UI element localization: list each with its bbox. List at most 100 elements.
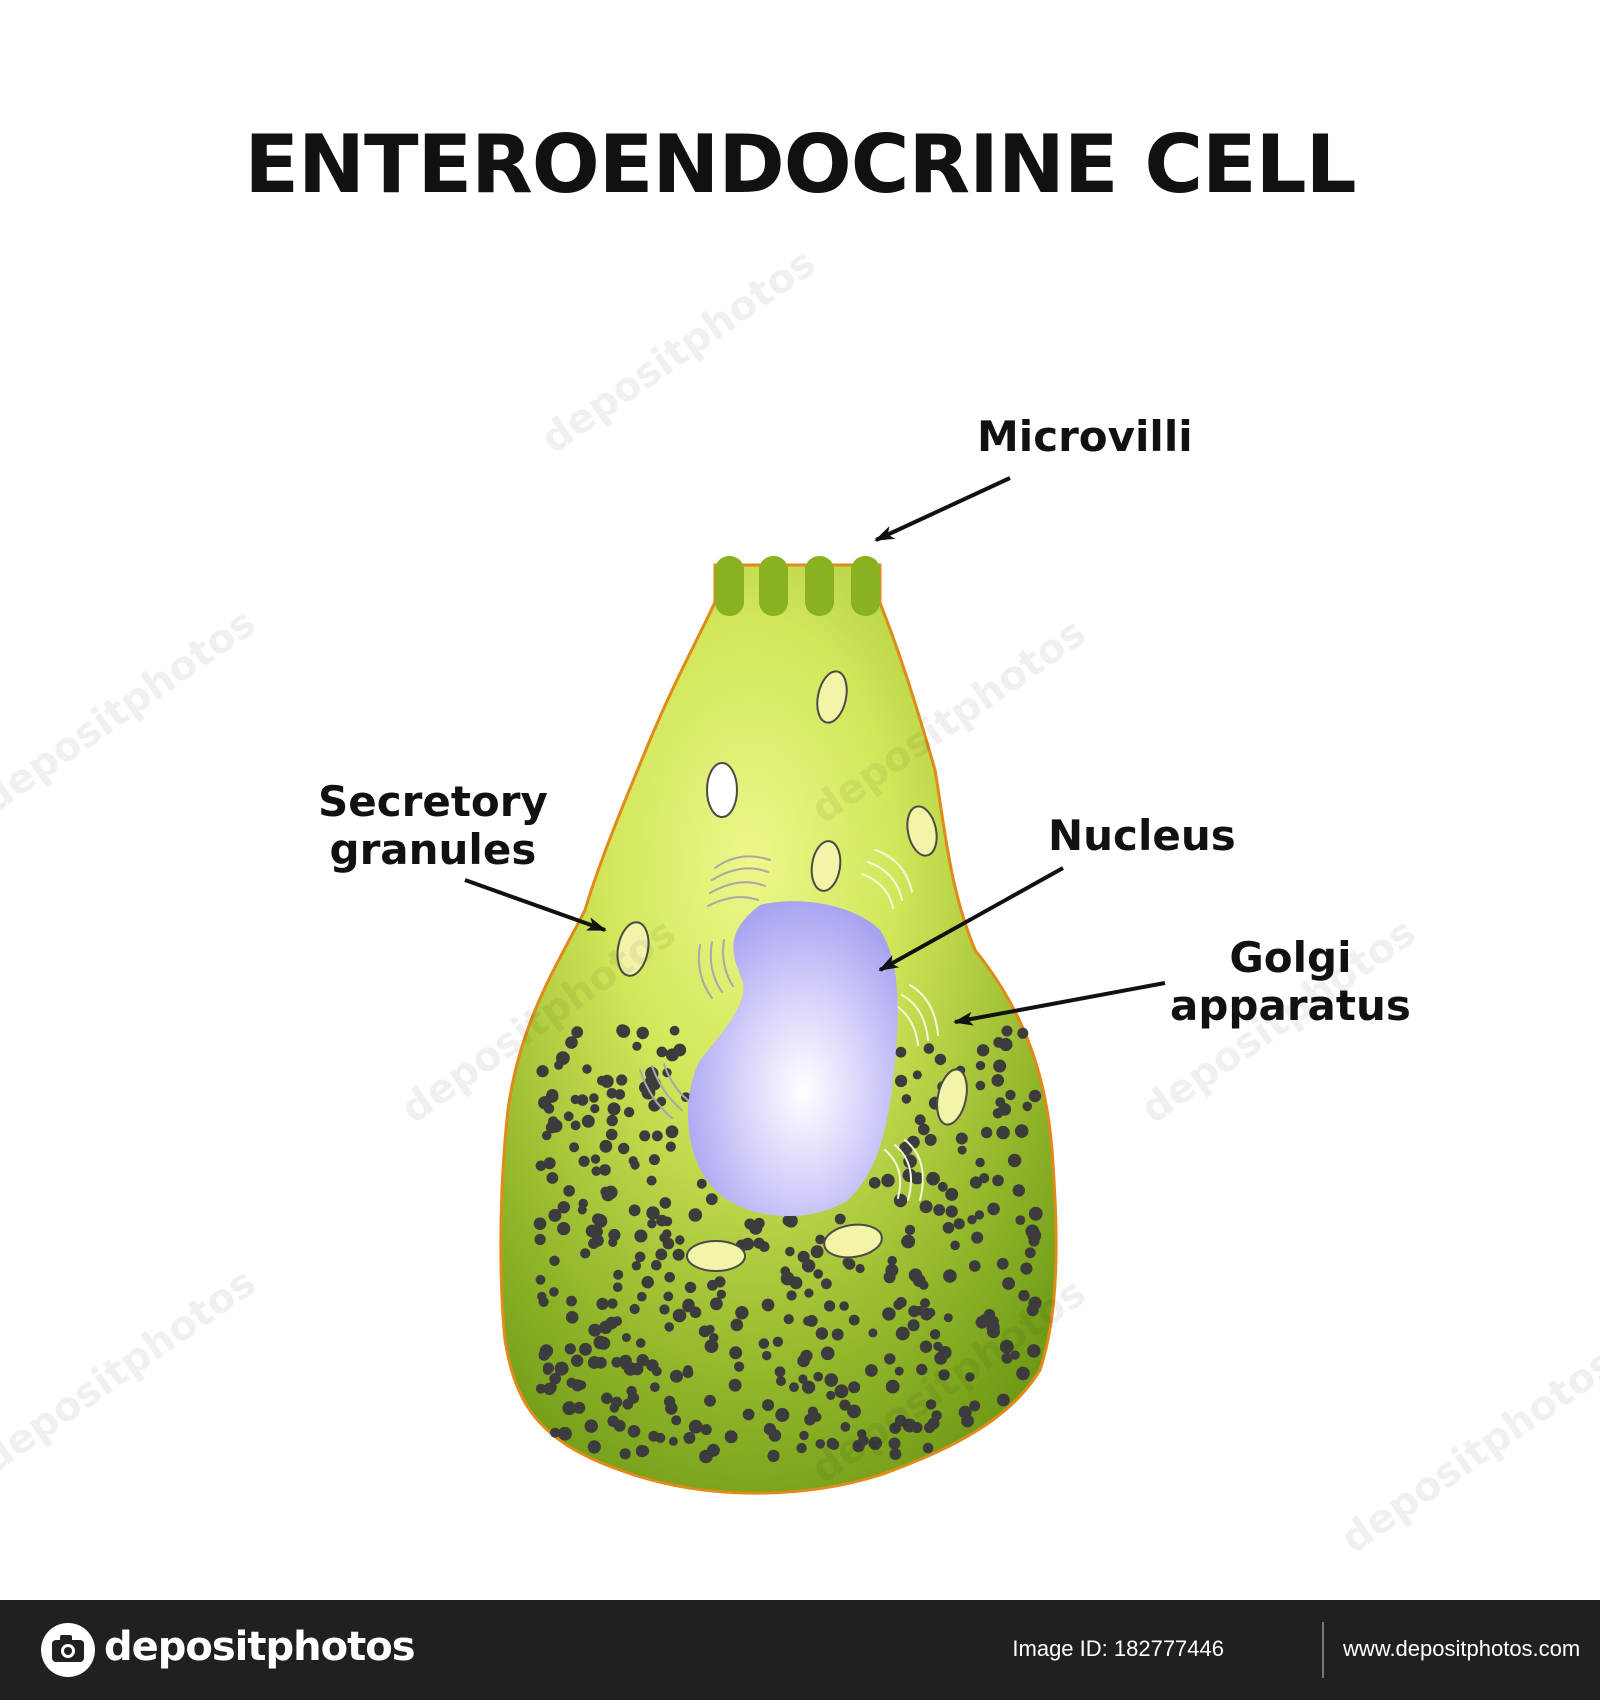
dense-core-granule	[1028, 1235, 1040, 1247]
dense-core-granule	[805, 1315, 818, 1327]
dense-core-granule	[590, 1104, 600, 1114]
dense-core-granule	[912, 1070, 922, 1080]
golgi-apparatus	[639, 849, 939, 1201]
dense-core-granule	[802, 1380, 816, 1394]
dense-core-granule	[774, 1366, 786, 1378]
dense-core-granule	[620, 1360, 630, 1371]
dense-core-granule	[670, 1369, 683, 1383]
dense-core-granule	[659, 1233, 669, 1243]
dense-core-granule	[844, 1258, 856, 1270]
dense-core-granule	[557, 1201, 570, 1214]
dense-core-granule	[672, 1248, 685, 1261]
dense-core-granule	[651, 1259, 662, 1271]
dense-core-granule	[1027, 1344, 1041, 1358]
dense-core-granule	[926, 1171, 940, 1186]
dense-core-granule	[1010, 1350, 1020, 1360]
dense-core-granule	[953, 1218, 965, 1230]
dense-core-granule	[636, 1354, 649, 1367]
dense-core-granule	[647, 1219, 657, 1229]
dense-core-granule	[868, 1177, 881, 1189]
dense-core-granule	[536, 1065, 549, 1078]
dense-core-granule	[901, 1234, 916, 1249]
dense-core-granule	[596, 1075, 607, 1086]
nucleus-label-text: Nucleus	[1048, 811, 1236, 860]
dense-core-granule	[689, 1306, 702, 1319]
dense-core-granule	[596, 1297, 609, 1310]
secretory-granule	[810, 840, 842, 892]
dense-core-granule	[550, 1427, 561, 1438]
dense-core-granule	[548, 1119, 563, 1133]
dense-core-granule	[826, 1437, 838, 1450]
dense-core-granule	[971, 1231, 984, 1244]
dense-core-granule	[821, 1278, 832, 1290]
dense-core-granule	[1025, 1224, 1040, 1239]
dense-core-granule	[548, 1208, 562, 1222]
dense-core-granule	[848, 1381, 861, 1394]
dense-core-granule	[659, 1197, 672, 1209]
dense-core-granule	[918, 1280, 929, 1290]
dense-core-granule	[961, 1414, 974, 1428]
dense-core-granule	[734, 1361, 745, 1372]
dense-core-granule	[991, 1074, 1005, 1087]
dense-core-granule	[907, 1319, 920, 1332]
golgi-apparatus-label: Golgi apparatus	[1170, 934, 1411, 1030]
dense-core-granule	[601, 1392, 613, 1405]
microvilli-label-text: Microvilli	[977, 412, 1193, 461]
dense-core-granule	[883, 1271, 896, 1284]
dense-core-granule	[590, 1154, 601, 1164]
dense-core-granule	[887, 1255, 897, 1266]
dense-core-granule	[943, 1269, 957, 1283]
camera-logo-icon	[41, 1623, 95, 1677]
secretory-granule	[823, 1223, 883, 1259]
dense-core-granule	[634, 1229, 648, 1243]
dense-core-granule	[619, 1448, 631, 1460]
nucleus-label: Nucleus	[1048, 812, 1236, 860]
dense-core-granule	[820, 1346, 835, 1361]
dense-core-granule	[630, 1160, 640, 1170]
dense-core-granule	[924, 1133, 937, 1146]
site-url[interactable]: www.depositphotos.com	[1343, 1636, 1581, 1661]
dense-core-granule	[635, 1444, 649, 1458]
dense-core-granule	[810, 1245, 824, 1259]
dense-core-granule	[901, 1094, 912, 1104]
dense-core-granule	[801, 1259, 816, 1273]
dense-core-granule	[651, 1130, 663, 1142]
dense-core-granule	[744, 1218, 756, 1230]
dense-core-granule	[855, 1263, 865, 1274]
dense-core-granule	[573, 1401, 586, 1414]
dense-core-granule	[668, 1436, 678, 1446]
dense-core-granule	[1026, 1304, 1039, 1317]
dense-core-granule	[762, 1399, 775, 1412]
dense-core-granule	[605, 1128, 618, 1141]
dense-core-granule	[889, 1422, 901, 1434]
dense-core-granule	[969, 1260, 981, 1272]
dense-core-granule	[543, 1157, 556, 1170]
dense-core-granule	[976, 1044, 990, 1057]
dense-core-granule	[608, 1228, 621, 1242]
dense-core-granule	[786, 1290, 797, 1301]
dense-core-granule	[758, 1338, 770, 1349]
dense-core-granule	[563, 1111, 574, 1122]
footer-bar: depositphotos Image ID: 182777446 www.de…	[0, 1600, 1600, 1700]
dense-core-granule	[815, 1439, 826, 1449]
dense-core-granule	[635, 1338, 646, 1348]
dense-core-granule	[539, 1344, 554, 1358]
dense-core-granule	[1005, 1089, 1016, 1101]
dense-core-granule	[584, 1419, 598, 1433]
dense-core-granule	[922, 1442, 934, 1454]
dense-core-granule	[671, 1415, 682, 1426]
dense-core-granule	[662, 1216, 673, 1227]
dense-core-granule	[763, 1423, 777, 1436]
dense-core-granule	[852, 1439, 865, 1453]
dense-core-granule	[839, 1399, 851, 1411]
golgi-label-line2: apparatus	[1170, 981, 1411, 1030]
dense-core-granule	[775, 1407, 790, 1422]
dense-core-granule	[888, 1437, 901, 1450]
dense-core-granule	[669, 1025, 680, 1036]
dense-core-granule	[549, 1372, 561, 1385]
dense-core-granule	[606, 1088, 618, 1099]
dense-core-granule	[997, 1393, 1010, 1407]
dense-core-granule	[533, 1217, 547, 1230]
dense-core-granule	[614, 1089, 626, 1100]
